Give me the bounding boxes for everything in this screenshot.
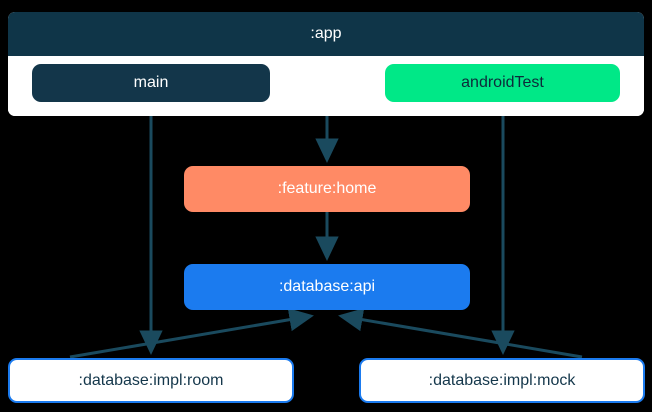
node-feature-home[interactable]: :feature:home (184, 166, 470, 212)
node-database-api[interactable]: :database:api (184, 264, 470, 310)
cluster-app-body: main androidTest (8, 56, 644, 116)
edge-impl-mock-to-database-api (338, 308, 583, 359)
node-database-impl-mock[interactable]: :database:impl:mock (359, 358, 645, 403)
cluster-app[interactable]: :app main androidTest (8, 12, 644, 116)
node-androidtest[interactable]: androidTest (385, 64, 620, 102)
edge-impl-room-to-database-api (69, 308, 314, 359)
node-database-impl-room[interactable]: :database:impl:room (8, 358, 294, 403)
node-main[interactable]: main (32, 64, 270, 102)
cluster-app-title: :app (8, 12, 644, 56)
